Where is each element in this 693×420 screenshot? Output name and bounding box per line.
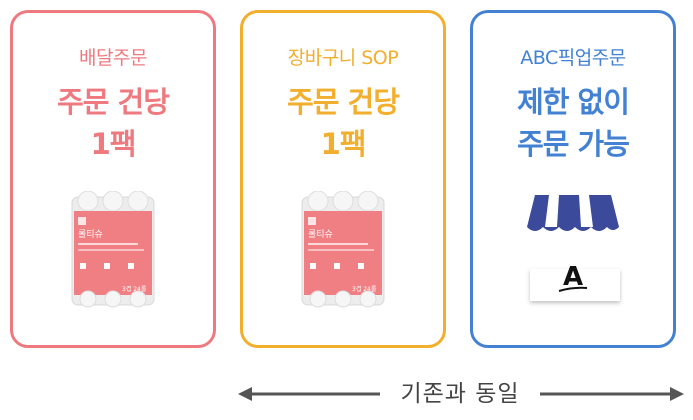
same-as-before-caption: 기존과 동일 [400, 381, 520, 407]
card-main-line2: 1팩 [90, 127, 137, 161]
card-main-line2: 주문 가능 [517, 127, 630, 161]
product-count-label: 3겹 24롤 [352, 285, 377, 293]
card-subtitle: 배달주문 [79, 47, 147, 69]
footer-arrow-row: 기존과 동일 [0, 372, 693, 418]
product-count-label: 3겹 24롤 [122, 285, 147, 293]
tissue-pack-icon: 롤티슈 3겹 24롤 [68, 190, 158, 313]
card-subtitle: ABC픽업주문 [520, 47, 626, 69]
store-logo-letter: A [563, 262, 583, 292]
delivery-order-card: 배달주문 주문 건당 1팩 롤티슈 3겹 24롤 [10, 10, 216, 348]
store-icon: A [523, 187, 623, 319]
card-main-line1: 제한 없이 [517, 85, 630, 119]
product-name-label: 롤티슈 [308, 229, 333, 240]
card-main-text: 주문 건당 1팩 [243, 81, 443, 165]
abc-pickup-card: ABC픽업주문 제한 없이 주문 가능 A [470, 10, 676, 348]
card-main-line2: 1팩 [320, 127, 367, 161]
tissue-pack-icon: 롤티슈 3겹 24롤 [298, 190, 388, 313]
card-main-text: 제한 없이 주문 가능 [473, 81, 673, 165]
double-arrow-icon [238, 387, 684, 401]
card-main-text: 주문 건당 1팩 [13, 81, 213, 165]
card-main-line1: 주문 건당 [57, 85, 170, 119]
product-name-label: 롤티슈 [78, 229, 103, 240]
cart-sop-card: 장바구니 SOP 주문 건당 1팩 롤티슈 3겹 24롤 [240, 10, 446, 348]
card-subtitle: 장바구니 SOP [287, 47, 399, 69]
card-main-line1: 주문 건당 [287, 85, 400, 119]
